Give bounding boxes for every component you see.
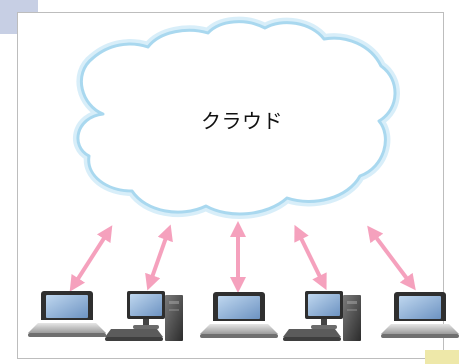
arrow-5 <box>367 225 416 291</box>
bottom-right-tab <box>425 350 459 364</box>
cloud-label: クラウド <box>201 109 283 133</box>
cloud-shape <box>73 16 400 219</box>
laptop-icon <box>28 291 106 337</box>
arrow-1 <box>69 225 113 292</box>
connection-arrows <box>69 221 416 293</box>
laptop-icon <box>200 292 278 338</box>
desktop-computer-icon <box>105 291 183 341</box>
arrow-4 <box>294 224 327 291</box>
laptop-icon <box>381 292 459 338</box>
desktop-computer-icon <box>283 291 361 341</box>
arrow-2 <box>145 224 173 291</box>
